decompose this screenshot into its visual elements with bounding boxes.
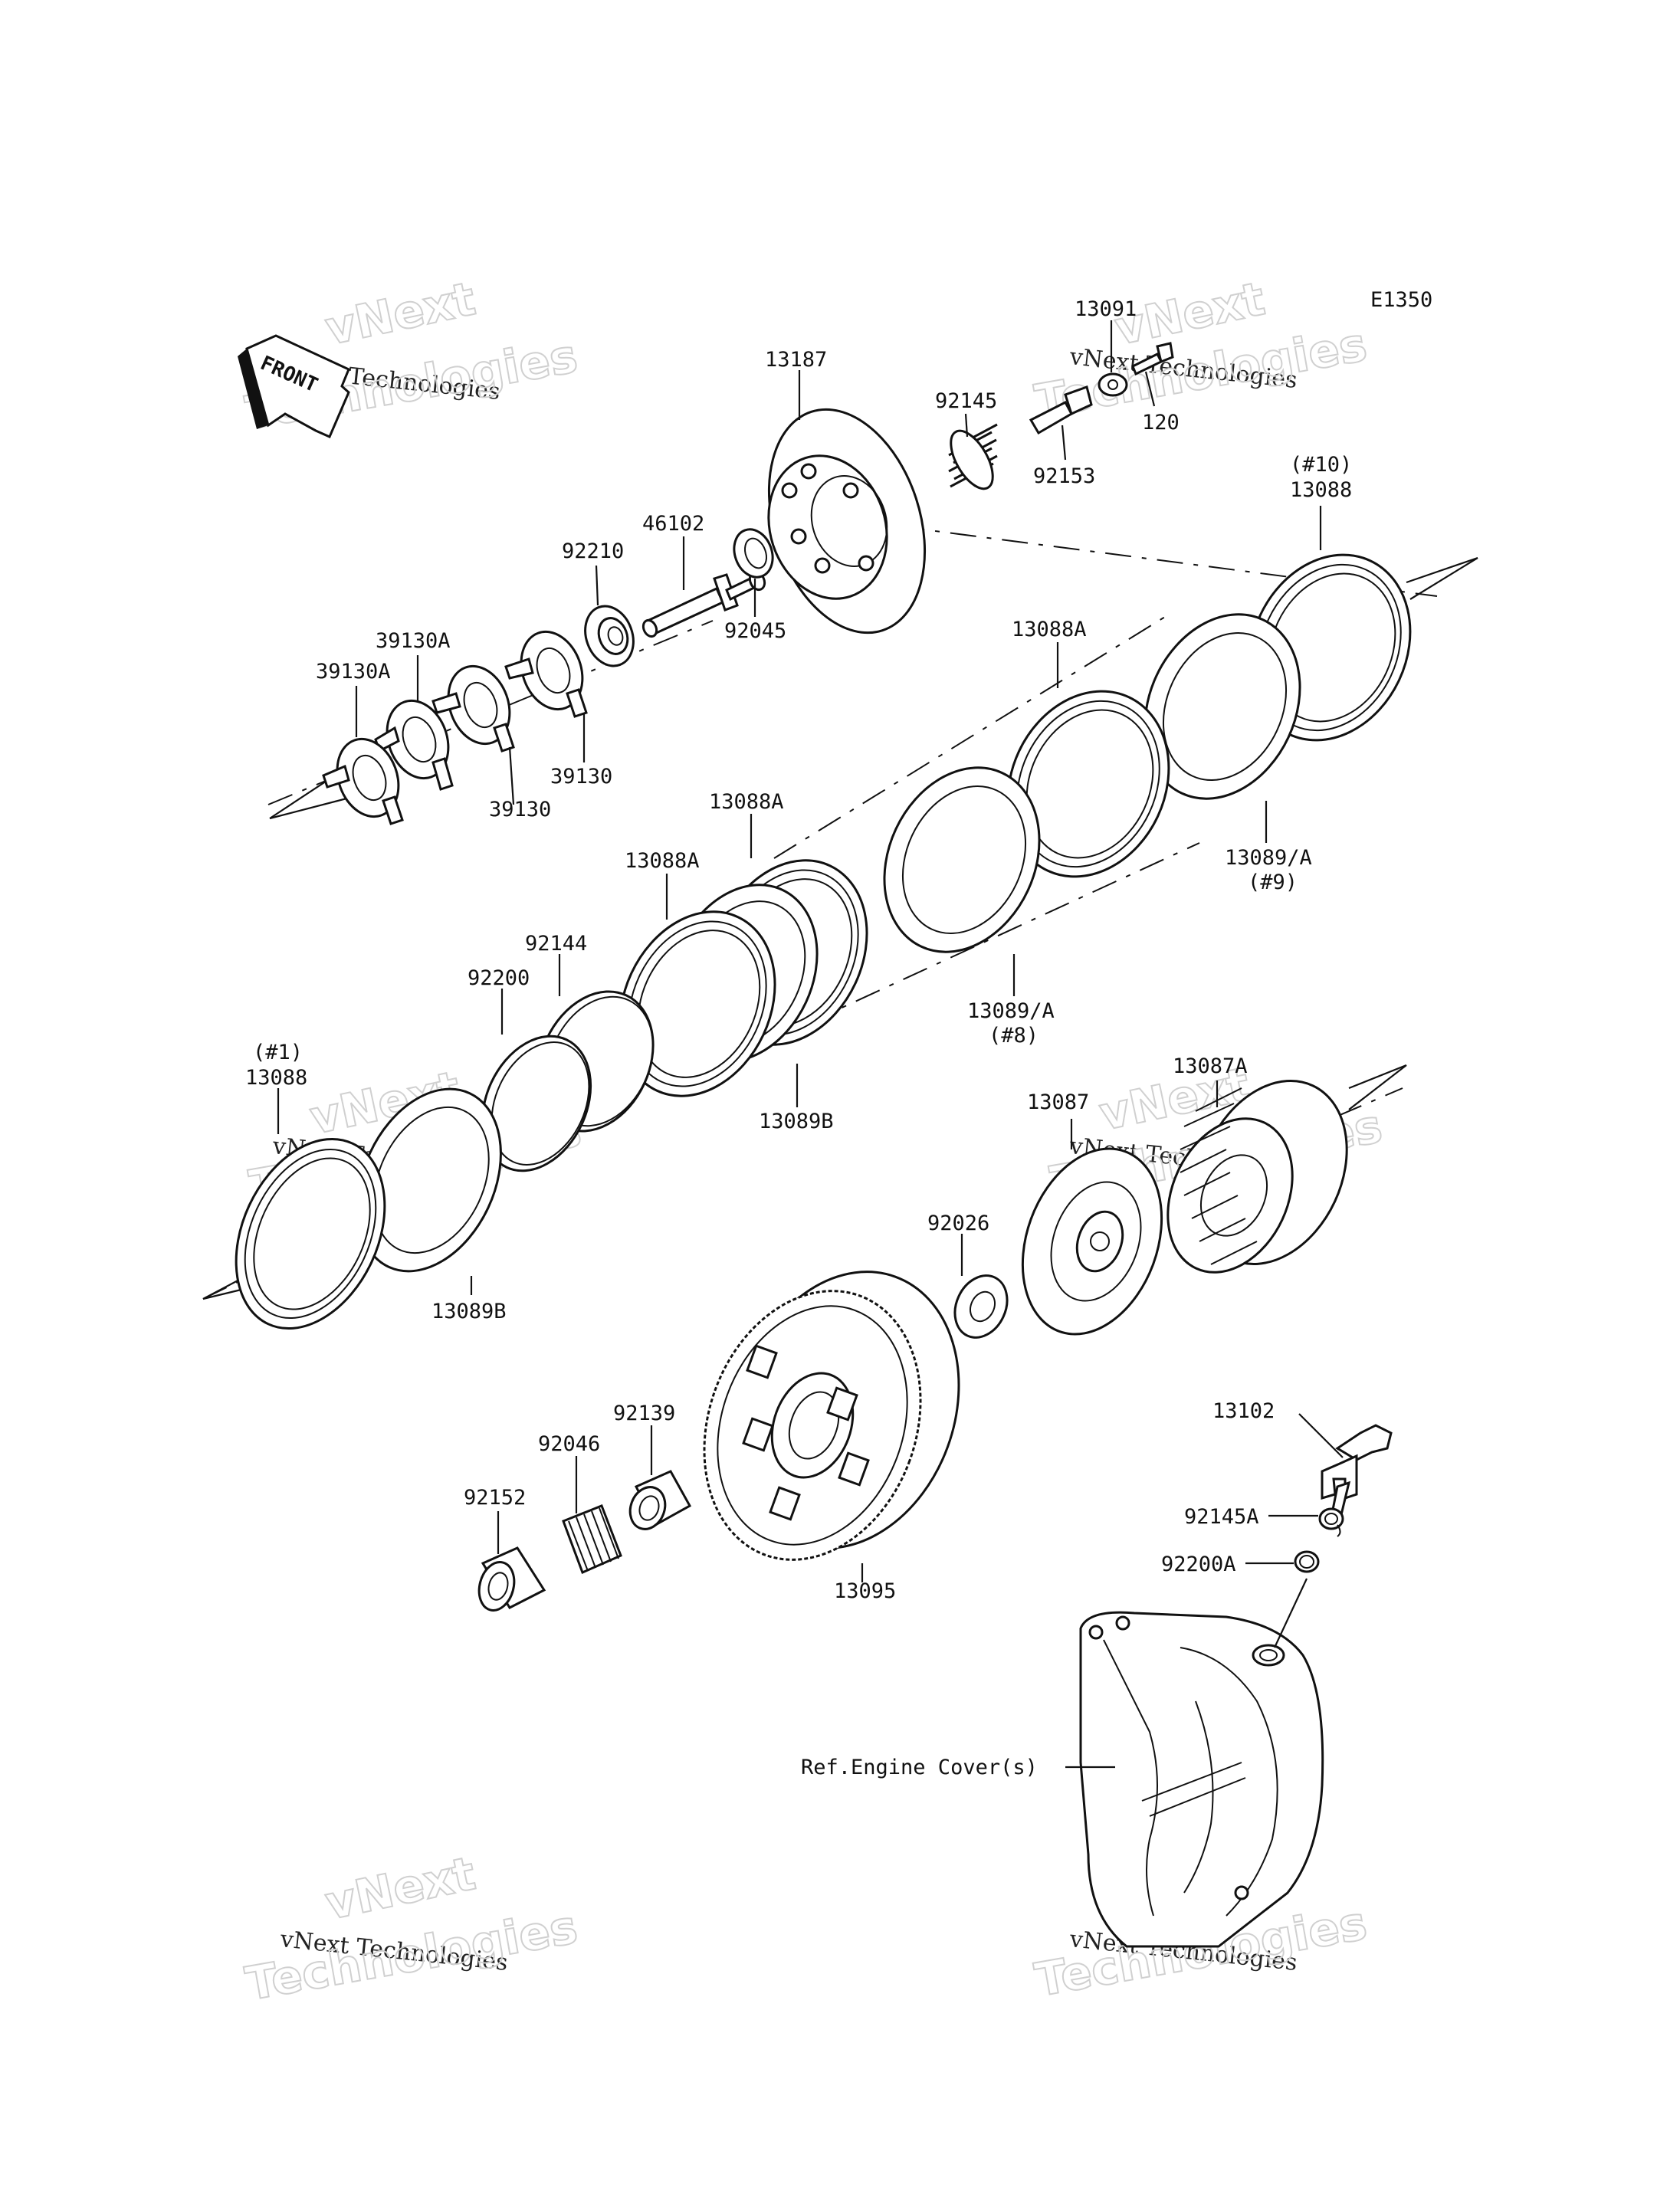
part-13187-pressure-plate: 13187 [765,348,927,635]
label-13089A-8: 13089/A [967,999,1055,1023]
part-39130A-washer-3: 39130A [316,660,404,825]
part-92200A-ring: 92200A [1161,1550,1320,1576]
label-39130-b: 39130 [489,798,551,821]
label-ref-engine-cover: Ref.Engine Cover(s) [801,1756,1038,1779]
part-13087A-clutch-hub: 13087A [1166,1054,1348,1274]
part-39130-washer-1: 39130 [504,630,612,789]
label-13089A-9-num: (#9) [1248,871,1298,894]
label-92145: 92145 [935,389,997,413]
label-92200A: 92200A [1161,1553,1236,1576]
label-13087A: 13087A [1173,1054,1248,1078]
part-39130A-washer-1: 39130 [431,664,551,821]
label-92144: 92144 [525,932,587,956]
label-92145A: 92145A [1184,1505,1259,1529]
part-92145-spring: 92145 [935,389,998,490]
part-46102-push-rod: 46102 [641,512,766,638]
label-92210: 92210 [562,539,624,563]
label-92139: 92139 [613,1402,675,1425]
label-92045: 92045 [724,619,786,643]
watermark-line3: Technologies [241,1900,581,2012]
part-13089B-steel-plate-left: 13089B [356,1087,507,1323]
label-39130-a: 39130 [550,765,612,789]
front-arrow-icon: FRONT [238,334,350,438]
label-13187: 13187 [765,348,827,372]
label-92152: 92152 [464,1486,526,1510]
part-92026-washer: 92026 [927,1212,1009,1339]
watermark-bottom-left: vNext vNext Technologies Technologies [241,1846,582,2012]
label-13088-10: 13088 [1290,478,1352,502]
part-92210-nut: 92210 [562,539,635,667]
part-92145A-spring: 92145A [1184,1505,1344,1537]
label-13089A-8-num: (#8) [989,1024,1039,1048]
part-engine-cover: Ref.Engine Cover(s) [801,1578,1324,1948]
label-13088-1-num: (#1) [253,1041,303,1064]
label-92046: 92046 [538,1432,600,1456]
label-92153: 92153 [1033,464,1095,488]
label-13091: 13091 [1075,297,1137,321]
label-92026: 92026 [927,1212,989,1235]
label-39130A-a: 39130A [376,629,451,653]
part-39130A-washer-2: 39130A [374,629,454,791]
watermark-line1: vNext [321,272,481,356]
label-39130A-b: 39130A [316,660,391,684]
label-46102: 46102 [642,512,704,536]
watermark-line1: vNext [321,1847,481,1931]
label-13088A-mid: 13088A [709,790,784,814]
part-92139-bushing: 92139 [613,1402,692,1530]
label-13089A-9: 13089/A [1225,846,1312,870]
part-92046-needle-bearing: 92046 [538,1432,622,1575]
part-13088A-friction-plate-left: 13088A [619,849,776,1097]
part-92152-collar: 92152 [464,1486,546,1612]
part-13095-clutch-outer-gear: 13095 [703,1271,960,1603]
part-13087-hub-plate: 13087 [1021,1090,1163,1336]
axis-lines [202,519,1478,1300]
part-120-screw: 120 [1131,342,1180,434]
label-120: 120 [1142,411,1180,434]
part-92045-bearing: 92045 [724,528,786,643]
part-13091-nut: 13091 [1075,297,1137,397]
part-92153-bolt: 92153 [1029,385,1095,488]
label-13089B-mid: 13089B [759,1110,834,1133]
label-13088A-left: 13088A [625,849,700,873]
part-92200-ring: 92200 [468,966,592,1172]
label-13087: 13087 [1027,1090,1089,1114]
label-13088-10-num: (#10) [1290,453,1352,477]
diagram-code: E1350 [1370,288,1432,312]
part-13089A-steel-plate-8: 13089/A (#8) [883,766,1055,1048]
part-13088-friction-plate-1: (#1) 13088 [235,1041,386,1330]
label-92200: 92200 [468,966,530,990]
label-13095: 13095 [834,1579,896,1603]
label-13088-1: 13088 [245,1066,307,1090]
part-13088A-friction-plate-top: 13088A [1006,618,1170,878]
label-13102: 13102 [1212,1399,1275,1423]
label-13089B-left: 13089B [431,1300,507,1323]
part-13089A-steel-plate-9: 13089/A (#9) [1144,613,1312,894]
label-13088A-top: 13088A [1012,618,1087,641]
